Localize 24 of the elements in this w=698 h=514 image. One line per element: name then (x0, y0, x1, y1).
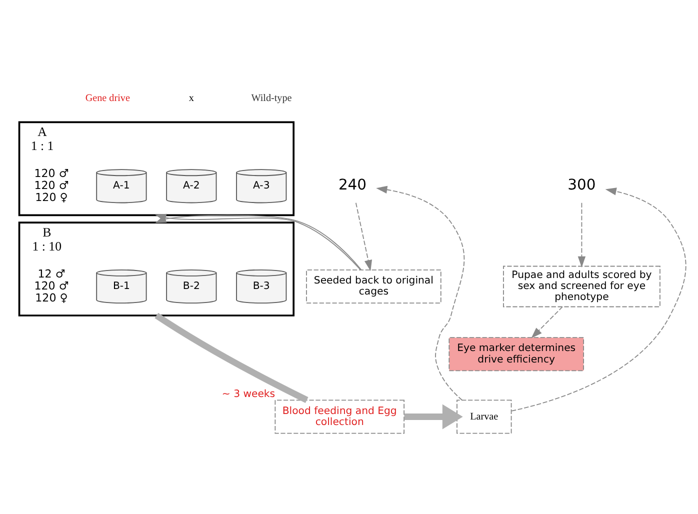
arrow (511, 187, 686, 411)
node-text: 300 (568, 176, 596, 194)
label: 120 ♀ (35, 190, 68, 204)
arrow (355, 202, 372, 271)
connector (154, 312, 308, 402)
arrow (578, 202, 586, 267)
label: 12 ♂ (38, 266, 66, 280)
node-box: Eye marker determines drive efficiency (448, 336, 584, 371)
node-box: Blood feeding and Egg collection (274, 399, 404, 434)
node-text: Gene drive (85, 92, 130, 104)
label: 120 ♀ (35, 290, 68, 304)
arrow (404, 404, 463, 429)
node-box: Larvae (456, 399, 512, 434)
label: 120 ♂ (34, 178, 69, 192)
node-box: Seeded back to original cages (306, 268, 442, 304)
node-label: ~ 3 weeks (222, 388, 276, 400)
node-text: Wild-type (251, 92, 292, 104)
node-text: 240 (338, 176, 367, 194)
arrow (531, 306, 563, 338)
node-box: Pupae and adults scored by sex and screened for eye phenotype (503, 265, 660, 307)
label: x (188, 92, 194, 104)
arrow (376, 185, 465, 400)
label: 120 ♂ (34, 278, 69, 292)
label: 120 ♂ (34, 166, 69, 180)
